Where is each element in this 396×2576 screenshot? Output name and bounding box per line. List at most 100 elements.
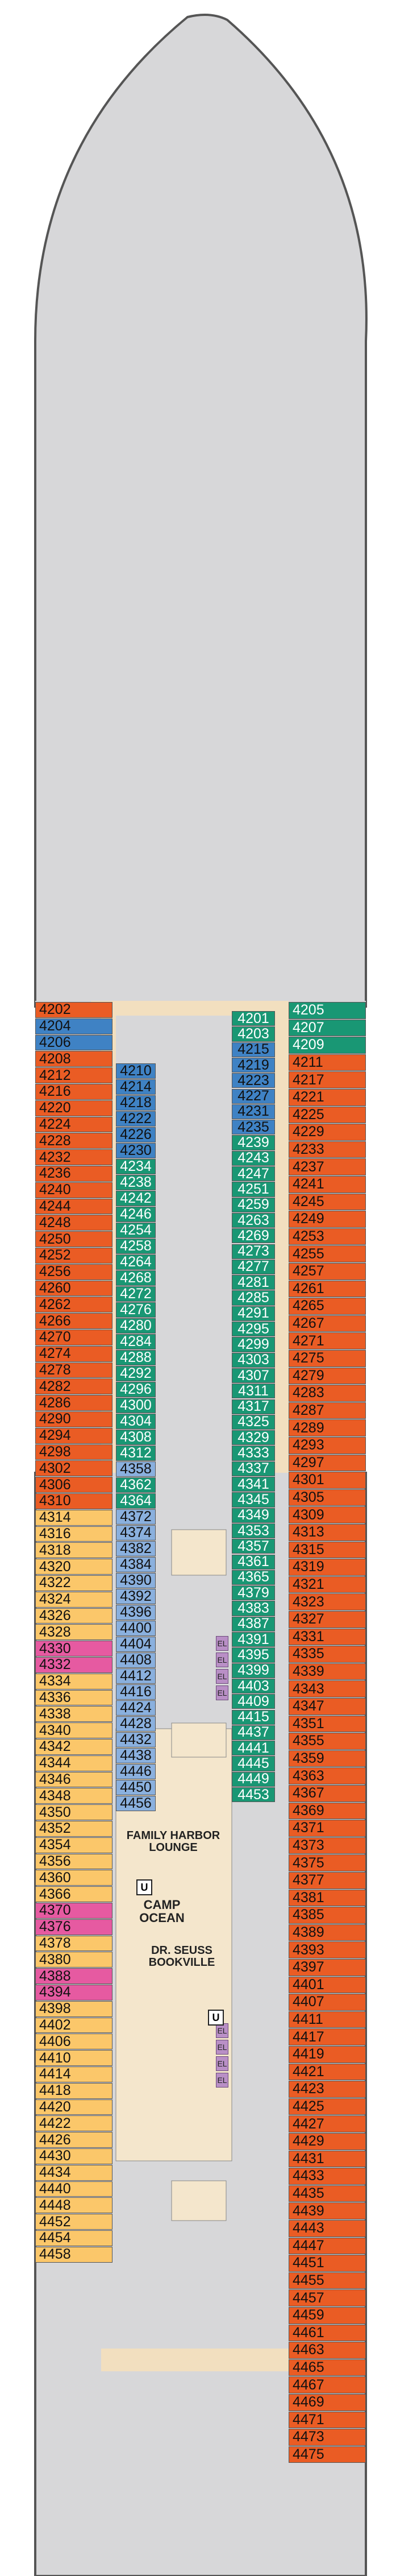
cabin-4275[interactable]: 4275 bbox=[289, 1350, 366, 1367]
cabin-4433[interactable]: 4433 bbox=[289, 2168, 366, 2185]
cabin-4295[interactable]: 4295 bbox=[232, 1322, 275, 1337]
cabin-4345[interactable]: 4345 bbox=[232, 1492, 275, 1508]
cabin-4298[interactable]: 4298 bbox=[35, 1444, 112, 1460]
cabin-4242[interactable]: 4242 bbox=[116, 1191, 156, 1206]
cabin-4211[interactable]: 4211 bbox=[289, 1054, 366, 1071]
cabin-4262[interactable]: 4262 bbox=[35, 1297, 112, 1313]
cabin-4288[interactable]: 4288 bbox=[116, 1350, 156, 1365]
cabin-4257[interactable]: 4257 bbox=[289, 1263, 366, 1280]
cabin-4261[interactable]: 4261 bbox=[289, 1280, 366, 1298]
cabin-4346[interactable]: 4346 bbox=[35, 1771, 112, 1788]
cabin-4392[interactable]: 4392 bbox=[116, 1589, 156, 1604]
cabin-4246[interactable]: 4246 bbox=[116, 1207, 156, 1222]
cabin-4415[interactable]: 4415 bbox=[232, 1709, 275, 1725]
cabin-4469[interactable]: 4469 bbox=[289, 2394, 366, 2411]
cabin-4348[interactable]: 4348 bbox=[35, 1788, 112, 1804]
cabin-4359[interactable]: 4359 bbox=[289, 1750, 366, 1767]
cabin-4271[interactable]: 4271 bbox=[289, 1332, 366, 1349]
cabin-4391[interactable]: 4391 bbox=[232, 1632, 275, 1647]
cabin-4215[interactable]: 4215 bbox=[232, 1042, 275, 1057]
cabin-4235[interactable]: 4235 bbox=[232, 1120, 275, 1135]
cabin-4343[interactable]: 4343 bbox=[289, 1680, 366, 1697]
cabin-4206[interactable]: 4206 bbox=[35, 1034, 112, 1051]
cabin-4400[interactable]: 4400 bbox=[116, 1621, 156, 1636]
cabin-4446[interactable]: 4446 bbox=[116, 1764, 156, 1779]
cabin-4260[interactable]: 4260 bbox=[35, 1280, 112, 1297]
cabin-4205[interactable]: 4205 bbox=[289, 1002, 366, 1019]
cabin-4326[interactable]: 4326 bbox=[35, 1608, 112, 1624]
cabin-4387[interactable]: 4387 bbox=[232, 1616, 275, 1631]
cabin-4390[interactable]: 4390 bbox=[116, 1573, 156, 1588]
cabin-4331[interactable]: 4331 bbox=[289, 1628, 366, 1646]
cabin-4230[interactable]: 4230 bbox=[116, 1143, 156, 1158]
cabin-4395[interactable]: 4395 bbox=[232, 1647, 275, 1663]
cabin-4320[interactable]: 4320 bbox=[35, 1559, 112, 1575]
cabin-4310[interactable]: 4310 bbox=[35, 1493, 112, 1509]
cabin-4250[interactable]: 4250 bbox=[35, 1231, 112, 1247]
cabin-4378[interactable]: 4378 bbox=[35, 1935, 112, 1952]
cabin-4217[interactable]: 4217 bbox=[289, 1071, 366, 1088]
cabin-4385[interactable]: 4385 bbox=[289, 1907, 366, 1924]
cabin-4461[interactable]: 4461 bbox=[289, 2324, 366, 2342]
cabin-4440[interactable]: 4440 bbox=[35, 2181, 112, 2197]
cabin-4403[interactable]: 4403 bbox=[232, 1678, 275, 1694]
cabin-4367[interactable]: 4367 bbox=[289, 1785, 366, 1802]
cabin-4365[interactable]: 4365 bbox=[232, 1569, 275, 1585]
cabin-4449[interactable]: 4449 bbox=[232, 1771, 275, 1787]
cabin-4266[interactable]: 4266 bbox=[35, 1313, 112, 1329]
cabin-4425[interactable]: 4425 bbox=[289, 2098, 366, 2115]
cabin-4321[interactable]: 4321 bbox=[289, 1576, 366, 1593]
cabin-4379[interactable]: 4379 bbox=[232, 1585, 275, 1601]
cabin-4221[interactable]: 4221 bbox=[289, 1089, 366, 1106]
cabin-4305[interactable]: 4305 bbox=[289, 1489, 366, 1506]
cabin-4208[interactable]: 4208 bbox=[35, 1051, 112, 1067]
cabin-4406[interactable]: 4406 bbox=[35, 2034, 112, 2050]
cabin-4339[interactable]: 4339 bbox=[289, 1663, 366, 1680]
cabin-4448[interactable]: 4448 bbox=[35, 2197, 112, 2214]
cabin-4253[interactable]: 4253 bbox=[289, 1228, 366, 1245]
cabin-4258[interactable]: 4258 bbox=[116, 1239, 156, 1254]
cabin-4420[interactable]: 4420 bbox=[35, 2099, 112, 2115]
cabin-4381[interactable]: 4381 bbox=[289, 1889, 366, 1907]
cabin-4284[interactable]: 4284 bbox=[116, 1334, 156, 1349]
cabin-4336[interactable]: 4336 bbox=[35, 1689, 112, 1706]
cabin-4369[interactable]: 4369 bbox=[289, 1802, 366, 1820]
cabin-4401[interactable]: 4401 bbox=[289, 1976, 366, 1994]
cabin-4283[interactable]: 4283 bbox=[289, 1385, 366, 1402]
cabin-4372[interactable]: 4372 bbox=[116, 1509, 156, 1525]
cabin-4459[interactable]: 4459 bbox=[289, 2307, 366, 2324]
cabin-4335[interactable]: 4335 bbox=[289, 1646, 366, 1663]
cabin-4344[interactable]: 4344 bbox=[35, 1755, 112, 1771]
cabin-4272[interactable]: 4272 bbox=[116, 1286, 156, 1302]
cabin-4419[interactable]: 4419 bbox=[289, 2046, 366, 2063]
cabin-4399[interactable]: 4399 bbox=[232, 1663, 275, 1678]
cabin-4323[interactable]: 4323 bbox=[289, 1593, 366, 1610]
cabin-4318[interactable]: 4318 bbox=[35, 1542, 112, 1559]
cabin-4437[interactable]: 4437 bbox=[232, 1725, 275, 1741]
cabin-4353[interactable]: 4353 bbox=[232, 1523, 275, 1539]
cabin-4297[interactable]: 4297 bbox=[289, 1454, 366, 1472]
cabin-4222[interactable]: 4222 bbox=[116, 1111, 156, 1127]
cabin-4431[interactable]: 4431 bbox=[289, 2150, 366, 2168]
cabin-4410[interactable]: 4410 bbox=[35, 2050, 112, 2066]
cabin-4307[interactable]: 4307 bbox=[232, 1368, 275, 1384]
cabin-4394[interactable]: 4394 bbox=[35, 1985, 112, 2001]
cabin-4218[interactable]: 4218 bbox=[116, 1095, 156, 1111]
cabin-4441[interactable]: 4441 bbox=[232, 1741, 275, 1756]
cabin-4380[interactable]: 4380 bbox=[35, 1952, 112, 1968]
cabin-4291[interactable]: 4291 bbox=[232, 1306, 275, 1321]
cabin-4417[interactable]: 4417 bbox=[289, 2028, 366, 2045]
cabin-4382[interactable]: 4382 bbox=[116, 1541, 156, 1556]
cabin-4292[interactable]: 4292 bbox=[116, 1366, 156, 1381]
cabin-4455[interactable]: 4455 bbox=[289, 2272, 366, 2289]
cabin-4451[interactable]: 4451 bbox=[289, 2255, 366, 2272]
cabin-4366[interactable]: 4366 bbox=[35, 1886, 112, 1902]
cabin-4224[interactable]: 4224 bbox=[35, 1116, 112, 1133]
cabin-4371[interactable]: 4371 bbox=[289, 1820, 366, 1837]
cabin-4223[interactable]: 4223 bbox=[232, 1073, 275, 1088]
cabin-4289[interactable]: 4289 bbox=[289, 1419, 366, 1436]
cabin-4241[interactable]: 4241 bbox=[289, 1176, 366, 1193]
cabin-4311[interactable]: 4311 bbox=[232, 1384, 275, 1399]
cabin-4290[interactable]: 4290 bbox=[35, 1411, 112, 1427]
cabin-4313[interactable]: 4313 bbox=[289, 1524, 366, 1541]
